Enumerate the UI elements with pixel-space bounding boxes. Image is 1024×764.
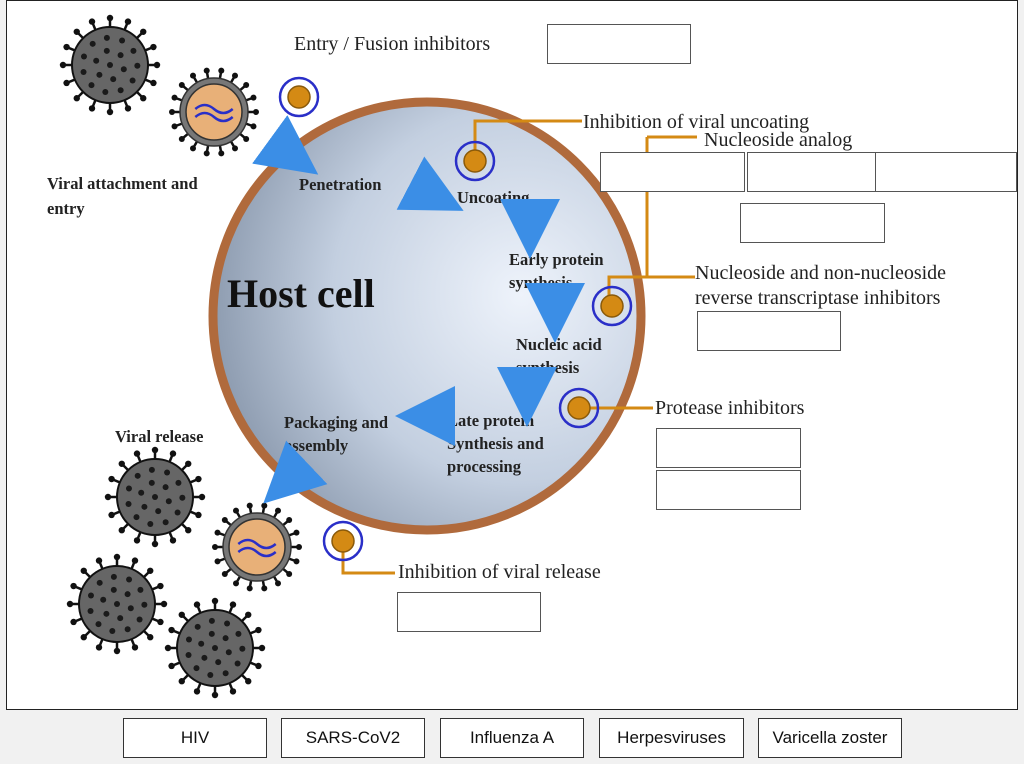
label-viral-release-inhibition: Inhibition of viral release	[398, 561, 601, 583]
stage-late-protein-line1: Late protein	[447, 411, 534, 430]
diagram-canvas: Host cell Viral attachment and entry Pen…	[6, 0, 1018, 710]
label-entry-fusion-inhibitors: Entry / Fusion inhibitors	[294, 33, 490, 55]
stage-nucleic-acid-line2: synthesis	[516, 358, 580, 377]
label-nucleoside-analog: Nucleoside analog	[704, 129, 852, 151]
answer-herpesviruses[interactable]: Herpesviruses	[599, 718, 744, 758]
virus-released-1	[104, 446, 206, 548]
arrow-penetration	[396, 156, 464, 211]
stage-attachment-line1: Viral attachment and	[47, 174, 198, 193]
drop-zone-protease-1[interactable]	[656, 428, 801, 468]
drop-zone-protease-2[interactable]	[656, 470, 801, 510]
drop-zone-nucleoside-analog-4[interactable]	[740, 203, 885, 243]
stage-attachment-line2: entry	[47, 199, 85, 218]
drop-zone-viral-release[interactable]	[397, 592, 541, 632]
drug-markers	[278, 76, 633, 562]
label-rt-inhibitors-line2: reverse transcriptase inhibitors	[695, 287, 941, 309]
virus-releasing	[212, 502, 302, 592]
answer-influenza-a[interactable]: Influenza A	[440, 718, 584, 758]
label-uncoating-inhibition: Inhibition of viral uncoating	[583, 111, 809, 133]
connector-uncoating	[473, 119, 582, 161]
answer-varicella-zoster[interactable]: Varicella zoster	[758, 718, 902, 758]
host-cell-label: Host cell	[227, 271, 375, 316]
virus-free-top	[59, 14, 161, 116]
drop-zone-entry[interactable]	[547, 24, 691, 64]
stage-late-protein-line2: Synthesis and	[447, 434, 544, 453]
answer-sars-cov2[interactable]: SARS-CoV2	[281, 718, 425, 758]
stage-release: Viral release	[115, 427, 203, 446]
virus-released-2	[66, 553, 168, 655]
stage-late-protein-line3: processing	[447, 457, 522, 476]
stage-uncoating: Uncoating	[457, 188, 530, 207]
connector-rt-inhibitors	[607, 275, 647, 301]
stage-penetration: Penetration	[299, 175, 381, 194]
label-protease-inhibitors: Protease inhibitors	[655, 397, 805, 419]
host-cell	[208, 97, 646, 535]
drop-zone-rt-inhibitors[interactable]	[697, 311, 841, 351]
answer-hiv[interactable]: HIV	[123, 718, 267, 758]
drop-zone-nucleoside-analog-1[interactable]	[600, 152, 745, 192]
label-rt-inhibitors-line1: Nucleoside and non-nucleoside	[695, 262, 946, 284]
stage-nucleic-acid-line1: Nucleic acid	[516, 335, 602, 354]
virus-attaching	[169, 67, 259, 157]
stage-packaging-line2: assembly	[284, 436, 349, 455]
drop-zone-nucleoside-analog-3[interactable]	[875, 152, 1017, 192]
stage-early-protein-line1: Early protein	[509, 250, 604, 269]
virus-released-3	[164, 597, 266, 699]
arrow-entry	[252, 115, 319, 175]
arrow-assembly	[263, 440, 328, 504]
stage-early-protein-line2: synthesis	[509, 273, 573, 292]
stage-packaging-line1: Packaging and	[284, 413, 388, 432]
drop-zone-nucleoside-analog-2[interactable]	[747, 152, 892, 192]
